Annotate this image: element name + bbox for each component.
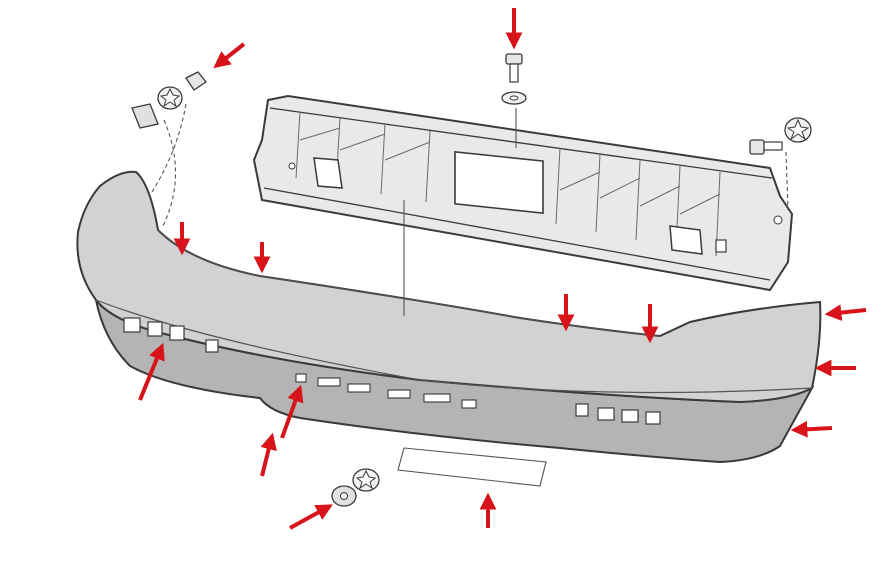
- clip-nut-icon: [131, 103, 159, 129]
- arrow-icon: [138, 342, 165, 401]
- bottom-fasteners: [331, 468, 380, 507]
- bumper-cover: [76, 170, 822, 464]
- bolt-shank: [763, 141, 783, 151]
- beam-center-cutout: [454, 150, 544, 214]
- guide-right-dashed: [785, 151, 789, 211]
- guide-bottom-box: [397, 447, 547, 487]
- bolt-head-icon: [749, 139, 765, 155]
- upper-left-fasteners: [131, 71, 207, 129]
- bumper-center-slots: [295, 373, 477, 409]
- guide-left-dashed-1: [151, 103, 187, 193]
- beam-bolt-hole-right: [773, 215, 783, 225]
- arrow-icon: [824, 304, 867, 321]
- bumper-left-vents: [123, 317, 219, 353]
- bumper-top-edge-line: [157, 229, 661, 337]
- bumper-right-vents: [575, 403, 661, 425]
- arrow-icon: [280, 384, 304, 439]
- arrow-icon: [213, 42, 246, 69]
- beam-right-cutout: [669, 225, 703, 255]
- beam-bolt-hole-left: [288, 162, 296, 170]
- push-nut-icon: [185, 71, 207, 91]
- beam-bottom-flange: [263, 187, 771, 281]
- top-bolt: [501, 53, 527, 105]
- bolt-head-icon: [505, 53, 523, 65]
- bolt-shank: [509, 63, 519, 83]
- side-bolt: [749, 117, 812, 155]
- guide-left-dashed-2: [161, 119, 177, 229]
- arrow-icon: [790, 420, 833, 438]
- arrow-icon: [260, 432, 277, 477]
- arrow-icon: [289, 504, 333, 530]
- guide-center-vertical: [403, 108, 517, 316]
- beam-left-cutout: [313, 157, 343, 189]
- reinforcement-beam: [252, 94, 794, 292]
- guide-lines: [151, 103, 789, 487]
- indicator-arrows: [138, 8, 867, 530]
- beam-top-flange: [269, 107, 773, 179]
- beam-small-hole: [715, 239, 727, 253]
